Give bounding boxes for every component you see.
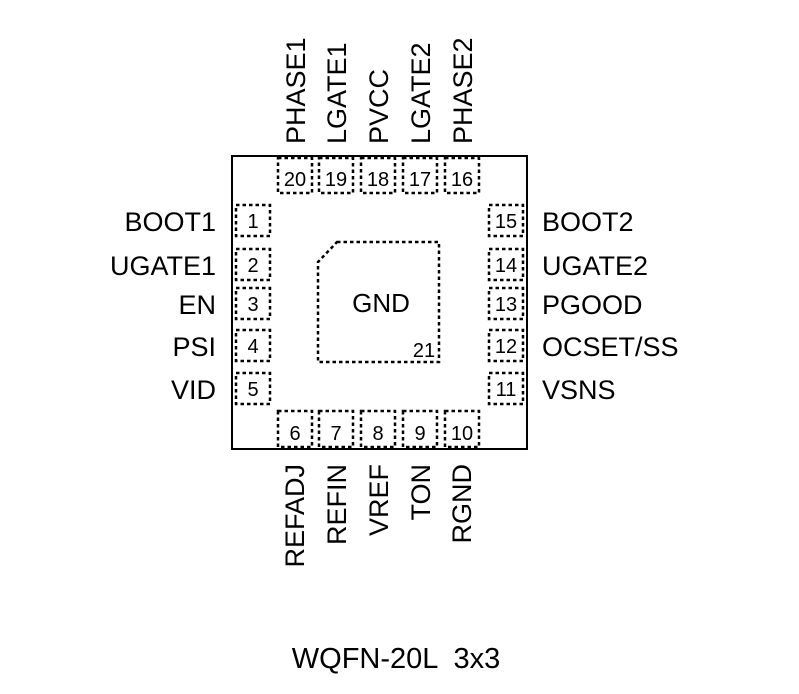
pin-20-name: PHASE1 <box>281 37 311 144</box>
pin-9-pad <box>401 409 439 449</box>
package-label: WQFN-20L 3x3 <box>292 643 500 675</box>
center-pad <box>316 240 441 364</box>
pin-5: 5 VID <box>171 371 272 406</box>
pin-5-name: VID <box>171 375 216 405</box>
pin-2: 2 UGATE1 <box>110 247 272 282</box>
pin-18-number: 18 <box>367 169 389 191</box>
pin-5-number: 5 <box>247 379 258 401</box>
left-pin-row: 1 BOOT1 2 UGATE1 3 EN 4 PSI 5 VID <box>110 203 272 406</box>
pin-16-number: 16 <box>451 169 473 191</box>
pin-4-number: 4 <box>247 336 258 358</box>
pin-19-name: LGATE1 <box>322 42 352 144</box>
pin-6: 6 REFADJ <box>276 409 314 568</box>
pin-19: 19 LGATE1 <box>317 42 355 195</box>
pin-2-number: 2 <box>247 255 258 277</box>
pin-7: 7 REFIN <box>317 409 355 545</box>
pin-7-number: 7 <box>330 423 341 445</box>
pin-13-number: 13 <box>495 294 517 316</box>
pin-13: 13 PGOOD <box>487 286 643 321</box>
pin-15-name: BOOT2 <box>542 207 634 237</box>
pin-12-name: OCSET/SS <box>542 332 679 362</box>
pin-17-pad <box>401 156 439 195</box>
pin-14: 14 UGATE2 <box>487 247 648 282</box>
pin-16-pad <box>443 156 481 195</box>
pin-20-pad <box>276 156 314 195</box>
pin-11: 11 VSNS <box>487 371 616 406</box>
pin-16: 16 PHASE2 <box>443 37 481 195</box>
right-pin-row: 15 BOOT2 14 UGATE2 13 PGOOD 12 OCSET/SS … <box>487 203 679 406</box>
pin-4: 4 PSI <box>172 328 272 363</box>
pin-18: 18 PVCC <box>359 69 397 195</box>
pin-14-number: 14 <box>495 255 517 277</box>
pin-12-number: 12 <box>495 336 517 358</box>
pin-2-name: UGATE1 <box>110 251 216 281</box>
pin-9-name: TON <box>406 464 436 521</box>
pin-20-number: 20 <box>284 169 306 191</box>
pin-17: 17 LGATE2 <box>401 42 439 195</box>
pin-3-number: 3 <box>247 294 258 316</box>
pin-8-name: VREF <box>364 464 394 536</box>
pin-6-number: 6 <box>289 423 300 445</box>
pin-1: 1 BOOT1 <box>124 203 272 238</box>
pin-17-number: 17 <box>409 169 431 191</box>
bottom-pin-row: 6 REFADJ 7 REFIN 8 VREF 9 TON 10 RGND <box>276 409 481 568</box>
pin-10: 10 RGND <box>443 409 481 544</box>
pin-3-name: EN <box>178 290 216 320</box>
pin-6-pad <box>276 409 314 449</box>
pin-10-pad <box>443 409 481 449</box>
pin-8: 8 VREF <box>359 409 397 536</box>
pin-16-name: PHASE2 <box>448 37 478 144</box>
pin-19-number: 19 <box>325 169 347 191</box>
pin-13-name: PGOOD <box>542 290 643 320</box>
pin-19-pad <box>317 156 355 195</box>
pin-6-name: REFADJ <box>280 464 310 568</box>
pin-7-name: REFIN <box>322 464 352 545</box>
pin-7-pad <box>317 409 355 449</box>
pin-15: 15 BOOT2 <box>487 203 634 238</box>
package-body <box>231 155 528 450</box>
pin-20: 20 PHASE1 <box>276 37 314 195</box>
pin-15-number: 15 <box>495 211 517 233</box>
pin-11-name: VSNS <box>542 375 616 405</box>
pin-1-name: BOOT1 <box>124 207 216 237</box>
pin-10-number: 10 <box>451 423 473 445</box>
pin-3: 3 EN <box>178 286 272 321</box>
pin-10-name: RGND <box>447 464 477 544</box>
pin-1-number: 1 <box>247 211 258 233</box>
pin-12: 12 OCSET/SS <box>487 328 679 363</box>
pin-11-number: 11 <box>496 379 517 401</box>
pin-14-name: UGATE2 <box>542 251 648 281</box>
pin-9-number: 9 <box>414 423 425 445</box>
center-pad-label: GND <box>352 288 410 318</box>
top-pin-row: 20 PHASE1 19 LGATE1 18 PVCC 17 LGATE2 16… <box>276 37 481 195</box>
pin-18-pad <box>359 156 397 195</box>
pin-18-name: PVCC <box>364 69 394 144</box>
pin-8-number: 8 <box>372 423 383 445</box>
pin-9: 9 TON <box>401 409 439 521</box>
center-pad-number: 21 <box>413 340 435 362</box>
pin-17-name: LGATE2 <box>406 42 436 144</box>
pin-4-name: PSI <box>172 332 216 362</box>
pin-8-pad <box>359 409 397 449</box>
